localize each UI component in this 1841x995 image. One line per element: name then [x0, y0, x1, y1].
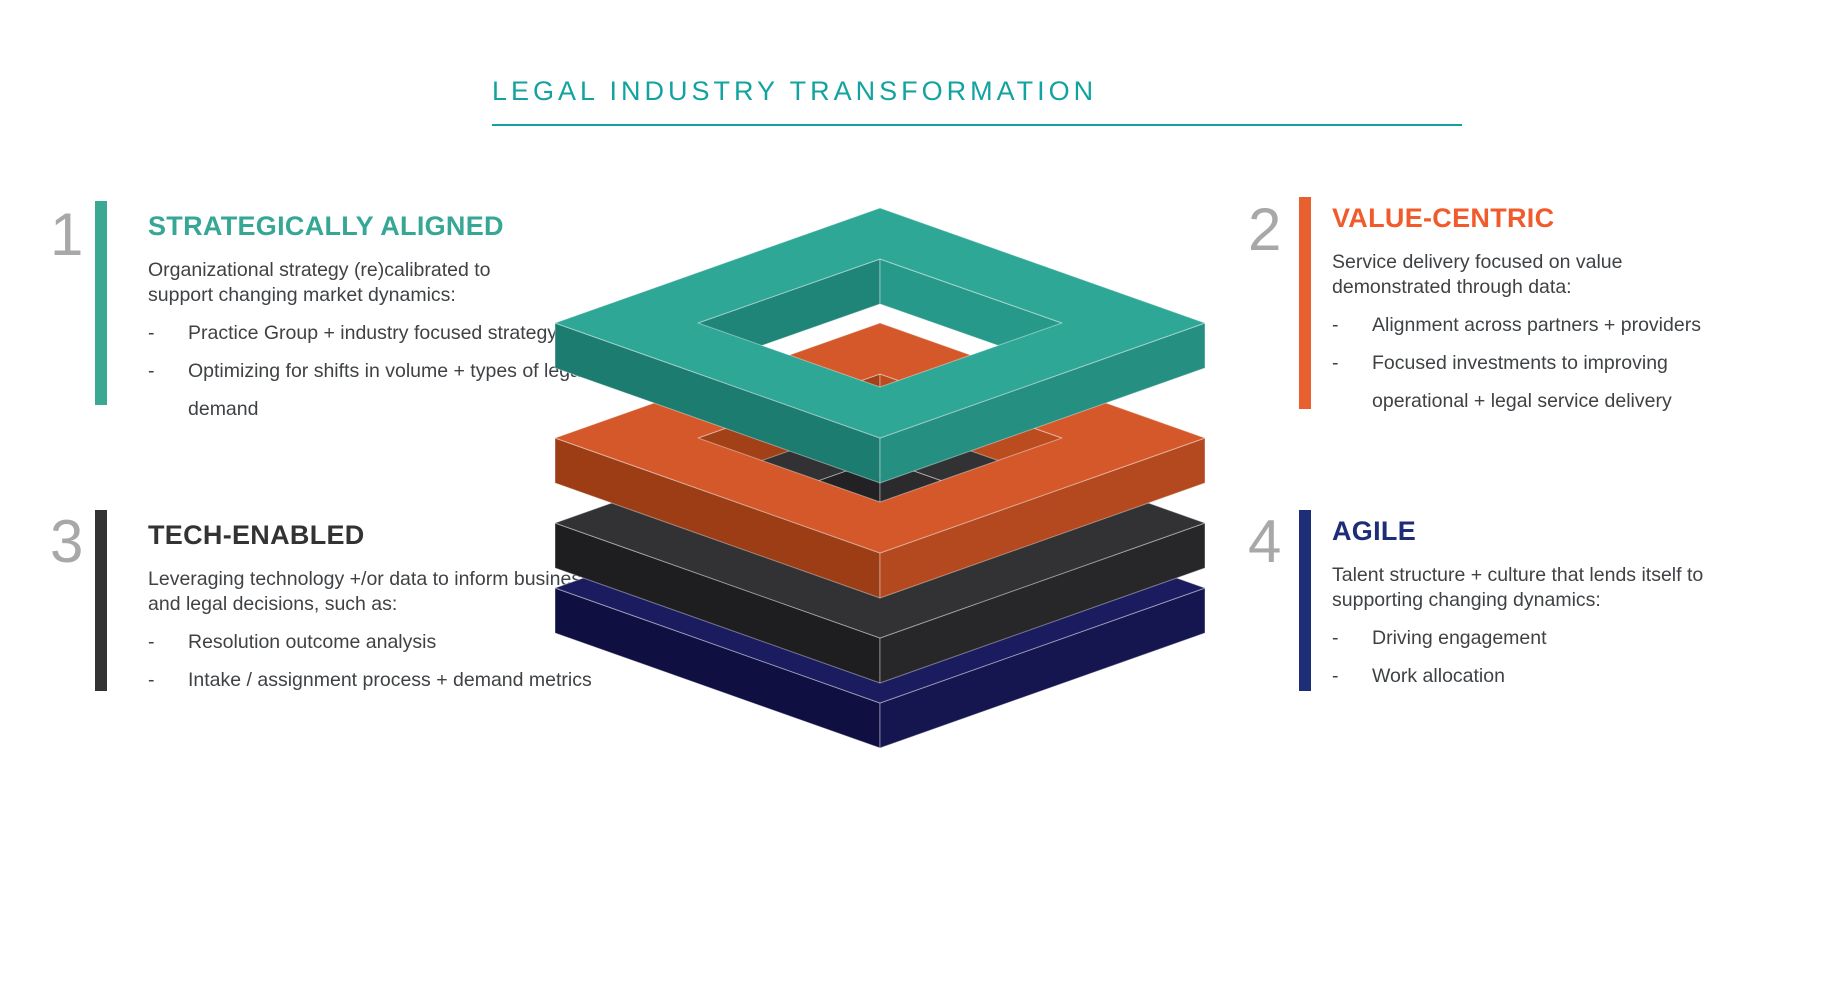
bullet-text: Optimizing for shifts in volume + types … — [188, 360, 586, 420]
section-intro: Leveraging technology +/or data to infor… — [148, 568, 591, 615]
section-strategically-aligned: STRATEGICALLY ALIGNED Organizational str… — [148, 211, 608, 428]
bullet-item: - Optimizing for shifts in volume + type… — [148, 352, 588, 428]
bullet-dash: - — [1332, 352, 1339, 374]
bullet-item: - Practice Group + industry focused stra… — [148, 314, 588, 352]
section-heading: STRATEGICALLY ALIGNED — [148, 211, 504, 241]
bullet-text: Work allocation — [1372, 665, 1505, 687]
bullet-dash: - — [148, 360, 155, 382]
bullet-list: - Alignment across partners + providers … — [1332, 306, 1752, 420]
bullet-dash: - — [1332, 627, 1339, 649]
bullet-text: Driving engagement — [1372, 627, 1547, 649]
bullet-text: Practice Group + industry focused strate… — [188, 322, 558, 344]
section-value-centric: VALUE-CENTRIC Service delivery focused o… — [1332, 203, 1772, 420]
bullet-item: - Work allocation — [1332, 657, 1752, 695]
bullet-dash: - — [1332, 314, 1339, 336]
section-intro: Talent structure + culture that lends it… — [1332, 564, 1704, 611]
bullet-text: Alignment across partners + providers — [1372, 314, 1701, 336]
stack-layer-strategically-aligned — [554, 207, 1206, 484]
bullet-item: - Resolution outcome analysis — [148, 623, 668, 661]
section-agile: AGILE Talent structure + culture that le… — [1332, 516, 1772, 695]
bullet-dash: - — [1332, 665, 1339, 687]
section-number-4: 4 — [1248, 508, 1282, 575]
section-heading: AGILE — [1332, 516, 1417, 546]
bullet-item: - Driving engagement — [1332, 619, 1752, 657]
page-title: LEGAL INDUSTRY TRANSFORMATION — [492, 76, 1098, 106]
transformation-stack-diagram — [554, 207, 1206, 749]
bullet-item: - Alignment across partners + providers — [1332, 306, 1752, 344]
accent-bar-1 — [95, 201, 107, 405]
bullet-item: - Focused investments to improving opera… — [1332, 344, 1752, 420]
bullet-item: - Intake / assignment process + demand m… — [148, 661, 668, 699]
accent-bar-4 — [1299, 510, 1311, 691]
bullet-list: - Resolution outcome analysis - Intake /… — [148, 623, 668, 699]
section-number-1: 1 — [50, 201, 84, 268]
section-number-3: 3 — [50, 508, 84, 575]
bullet-list: - Practice Group + industry focused stra… — [148, 314, 588, 428]
bullet-list: - Driving engagement - Work allocation — [1332, 619, 1752, 695]
section-heading: VALUE-CENTRIC — [1332, 203, 1555, 233]
bullet-dash: - — [148, 322, 155, 344]
accent-bar-2 — [1299, 197, 1311, 409]
bullet-dash: - — [148, 631, 155, 653]
section-heading: TECH-ENABLED — [148, 520, 365, 550]
section-intro: Service delivery focused on value demons… — [1332, 251, 1623, 298]
bullet-text: Intake / assignment process + demand met… — [188, 669, 592, 691]
accent-bar-3 — [95, 510, 107, 691]
title-underline — [492, 124, 1462, 126]
section-intro: Organizational strategy (re)calibrated t… — [148, 259, 491, 306]
bullet-text: Focused investments to improving operati… — [1372, 352, 1672, 412]
section-tech-enabled: TECH-ENABLED Leveraging technology +/or … — [148, 520, 678, 699]
bullet-text: Resolution outcome analysis — [188, 631, 437, 653]
section-number-2: 2 — [1248, 196, 1282, 263]
bullet-dash: - — [148, 669, 155, 691]
